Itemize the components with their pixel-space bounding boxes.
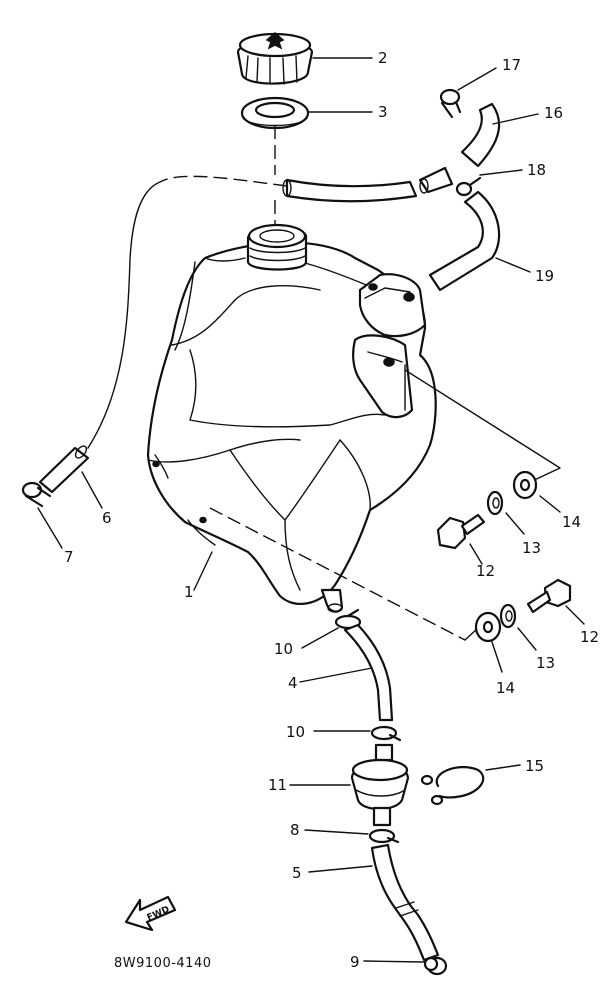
callout-labels: 2 3 17 16 18 19 6 7 1 12 13 14 12 13 14 …: [64, 49, 599, 971]
fuel-cap: [236, 32, 314, 85]
diagram-code: 8W9100-4140: [114, 956, 211, 971]
clamp-15: [420, 766, 485, 806]
breather-hose: [282, 178, 418, 203]
hose-clip-8: [368, 828, 400, 844]
fuel-hose-4: [343, 623, 394, 722]
collar-13-upper: [486, 490, 504, 516]
hose-clip-7: [21, 481, 52, 508]
callout-17: 17: [502, 56, 521, 74]
cap-gasket: [240, 96, 310, 130]
hose-clip-18: [455, 176, 482, 197]
callout-8: 8: [290, 821, 300, 839]
fuel-tank: [146, 223, 437, 613]
callout-12-upper: 12: [476, 562, 495, 580]
callout-18: 18: [527, 161, 546, 179]
hose-clip-10-lower: [370, 725, 402, 742]
callout-10-upper: 10: [274, 640, 293, 658]
collar-13-lower: [499, 603, 517, 629]
leader-lines: [37, 57, 585, 963]
hose-clip-17: [439, 88, 462, 119]
callout-19: 19: [535, 267, 554, 285]
fuel-hose-5: [370, 843, 440, 962]
callout-1: 1: [184, 583, 194, 601]
breather-hose-19: [428, 190, 501, 292]
callout-13-lower: 13: [536, 654, 555, 672]
callout-9: 9: [350, 953, 360, 971]
washer-14-upper: [512, 470, 538, 500]
mount-bolt-lower: [526, 578, 572, 614]
callout-16: 16: [544, 104, 563, 122]
hose-clip-9: [423, 956, 448, 976]
hose-joint: [418, 166, 454, 194]
callout-2: 2: [378, 49, 388, 67]
callout-14-upper: 14: [562, 513, 581, 531]
breather-pipe-6: [38, 445, 90, 494]
mount-bolt-upper: [436, 513, 486, 550]
callout-3: 3: [378, 103, 388, 121]
callout-14-lower: 14: [496, 679, 515, 697]
callout-15: 15: [525, 757, 544, 775]
callout-13-upper: 13: [522, 539, 541, 557]
washer-14-lower: [474, 611, 502, 643]
callout-4: 4: [288, 674, 298, 692]
callout-11: 11: [268, 776, 287, 794]
callout-7: 7: [64, 548, 74, 566]
callout-12-lower: 12: [580, 628, 599, 646]
callout-5: 5: [292, 864, 302, 882]
callout-10-lower: 10: [286, 723, 305, 741]
callout-6: 6: [102, 509, 112, 527]
fuel-filter-11: [350, 743, 410, 827]
breather-hose-16: [460, 102, 501, 168]
fwd-arrow-icon: FWD: [124, 895, 177, 932]
